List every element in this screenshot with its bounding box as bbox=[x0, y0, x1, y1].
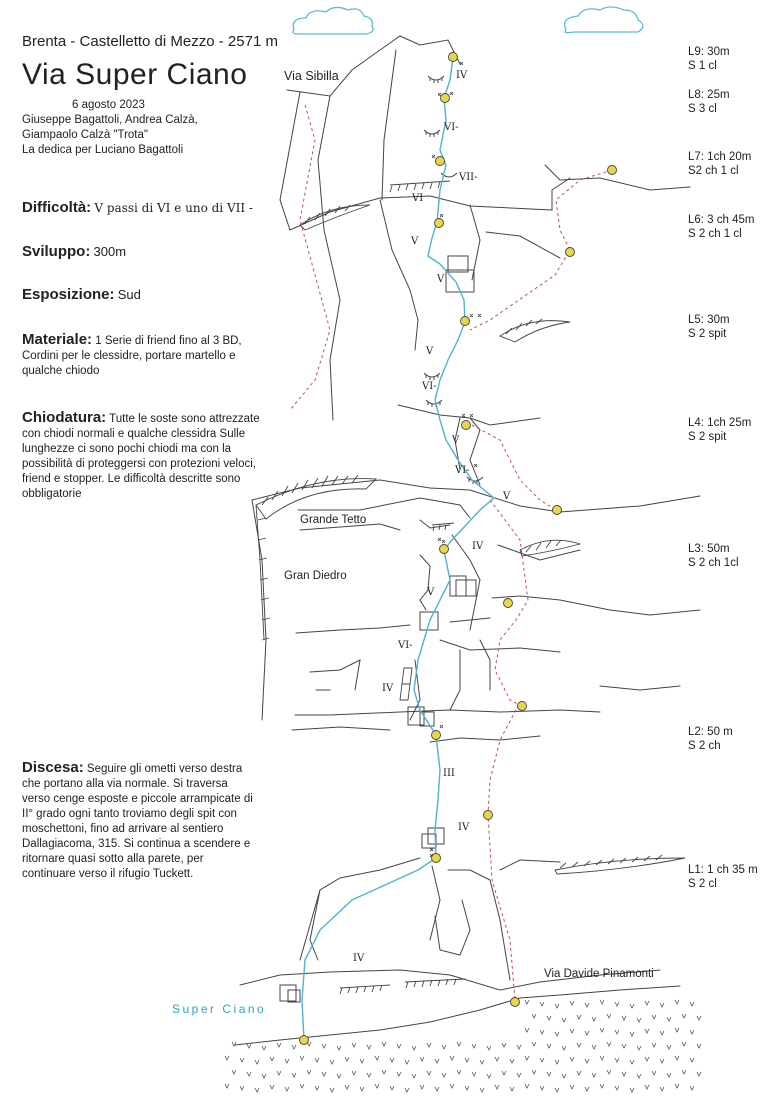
location-heading: Brenta - Castelletto di Mezzo - 2571 m bbox=[22, 33, 278, 50]
chiodatura-section: Chiodatura: Tutte le soste sono attrezza… bbox=[22, 410, 262, 502]
other-routes bbox=[290, 105, 612, 1000]
ascent-date: 6 agosto 2023 bbox=[72, 98, 145, 113]
summit-ridge bbox=[287, 36, 460, 96]
chiodatura-value: Tutte le soste sono attrezzate con chiod… bbox=[22, 413, 260, 500]
grade-label: IV bbox=[456, 70, 467, 81]
discesa-label: Discesa: bbox=[22, 759, 84, 776]
grade-label: IV bbox=[353, 953, 364, 964]
grade-label: VI- bbox=[398, 640, 413, 651]
grade-label: V bbox=[503, 491, 510, 502]
grade-label: V bbox=[427, 587, 434, 598]
difficolta-section: Difficoltà: V passi di VI e uno di VII - bbox=[22, 200, 322, 217]
label-gran-diedro: Gran Diedro bbox=[284, 570, 347, 582]
sviluppo-section: Sviluppo: 300m bbox=[22, 244, 272, 261]
grade-label: VI bbox=[412, 193, 423, 204]
protection-boxes bbox=[280, 256, 476, 1002]
discesa-section: Discesa: Seguire gli ometti verso destra… bbox=[22, 760, 254, 882]
esposizione-section: Esposizione: Sud bbox=[22, 287, 272, 304]
label-via-davide-pinamonti: Via Davide Pinamonti bbox=[544, 968, 654, 980]
esposizione-value: Sud bbox=[118, 287, 141, 302]
label-grande-tetto: Grande Tetto bbox=[300, 514, 366, 526]
grade-label: V bbox=[411, 236, 418, 247]
chiodatura-label: Chiodatura: bbox=[22, 409, 106, 426]
climbers-line-1: Giuseppe Bagattoli, Andrea Calzà, bbox=[22, 113, 198, 128]
label-route-name: Super Ciano bbox=[172, 1002, 266, 1016]
esposizione-label: Esposizione: bbox=[22, 286, 115, 303]
grade-label: VI- bbox=[455, 465, 470, 476]
cloud-right bbox=[565, 7, 644, 33]
grade-label: IV bbox=[472, 541, 483, 552]
discesa-value: Seguire gli ometti verso destra che port… bbox=[22, 763, 253, 880]
grade-label: VI- bbox=[422, 381, 437, 392]
grade-label: III bbox=[443, 768, 455, 779]
sviluppo-value: 300m bbox=[94, 244, 127, 259]
difficolta-value: V passi di VI e uno di VII - bbox=[94, 201, 253, 215]
difficolta-label: Difficoltà: bbox=[22, 199, 91, 216]
sviluppo-label: Sviluppo: bbox=[22, 243, 90, 260]
belay-stations bbox=[300, 53, 617, 1045]
route-title: Via Super Ciano bbox=[22, 58, 247, 92]
grade-label: IV bbox=[458, 822, 469, 833]
grade-label: IV bbox=[382, 683, 393, 694]
grade-label: V bbox=[452, 435, 459, 446]
overhang-hatches bbox=[256, 181, 685, 994]
grade-label: VII- bbox=[459, 172, 478, 183]
grade-label: VI- bbox=[444, 122, 459, 133]
climbers-line-2: Giampaolo Calzà "Trota" bbox=[22, 128, 148, 143]
grade-label: V bbox=[437, 274, 444, 285]
cloud-left bbox=[293, 7, 373, 34]
materiale-section: Materiale: 1 Serie di friend fino al 3 B… bbox=[22, 332, 252, 379]
dedication: La dedica per Luciano Bagattoli bbox=[22, 143, 183, 158]
materiale-label: Materiale: bbox=[22, 331, 92, 348]
label-via-sibilla: Via Sibilla bbox=[284, 69, 339, 83]
grade-label: V bbox=[426, 346, 433, 357]
